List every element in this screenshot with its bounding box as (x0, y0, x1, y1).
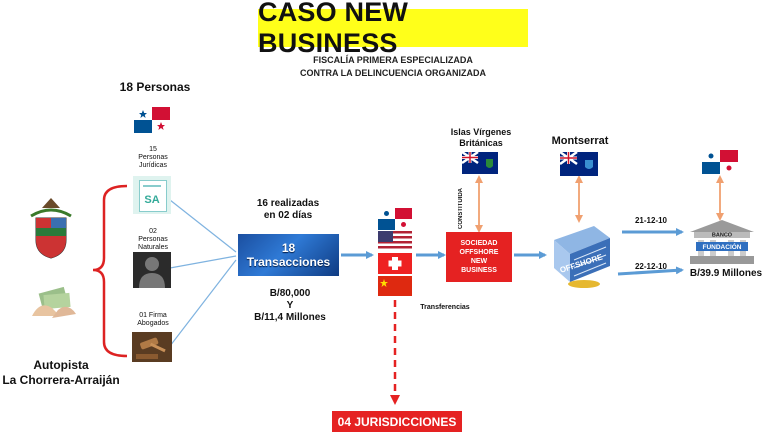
panama-flag-icon (134, 107, 170, 133)
bvi-label: Islas Vírgenes Británicas (438, 127, 524, 149)
panama-coat-of-arms-icon (30, 198, 72, 259)
bank-top-label: BANCO (712, 233, 733, 239)
bvi-line-1: Islas Vírgenes (450, 127, 512, 137)
autopista-label: Autopista La Chorrera-Arraiján (2, 358, 120, 388)
final-amount: B/39.9 Millones (689, 268, 763, 279)
subtitle-line-1: FISCALÍA PRIMERA ESPECIALIZADA (313, 55, 473, 65)
sociedad-offshore-box: SOCIEDAD OFFSHORE NEW BUSINESS (446, 232, 512, 282)
sa-document-icon: SA (133, 176, 171, 214)
transactions-note-line-2: en 02 días (263, 210, 313, 221)
case-title-box: CASO NEW BUSINESS (258, 0, 528, 58)
montserrat-flag-icon (560, 152, 598, 176)
group-naturales: 02 Personas Naturales (128, 228, 178, 252)
transactions-note-line-1: 16 realizadas (256, 198, 320, 209)
money-hands-icon (32, 286, 76, 318)
subtitle-line-2: CONTRA LA DELINCUENCIA ORGANIZADA (300, 68, 486, 78)
line-gavel-to-transactions (169, 259, 237, 347)
date-upper: 21-12-10 (634, 216, 668, 225)
transactions-note: 16 realizadas en 02 días (246, 198, 330, 222)
china-flag-icon (378, 276, 412, 296)
transactions-box: 18 Transacciones (238, 234, 339, 276)
swiss-flag-icon (378, 253, 412, 274)
transaction-amounts: B/80,000 Y B/11,4 Millones (240, 288, 340, 324)
case-title: CASO NEW BUSINESS (258, 0, 409, 58)
group-abogados: 01 Firma Abogados (126, 312, 180, 328)
sociedad-line-2: OFFSHORE (459, 249, 499, 256)
transactions-word: Transacciones (246, 255, 331, 269)
transactions-count: 18 (281, 241, 296, 255)
autopista-line-2: La Chorrera-Arraiján (2, 373, 120, 387)
bvi-line-2: Británicas (459, 138, 503, 148)
juridicas-word-1: Personas (138, 154, 168, 161)
naturales-count: 02 (149, 228, 157, 235)
gavel-icon (132, 332, 172, 362)
offshore-building-icon: OFFSHORE (554, 226, 610, 288)
transferencias-label: Transferencias (420, 304, 470, 311)
jurisdicciones-box: 04 JURISDICCIONES (332, 411, 462, 432)
panama-flag-icon (702, 150, 738, 174)
constituida-label: CONSTITUIDA (458, 188, 464, 230)
juridicas-word-2: Jurídicas (138, 162, 167, 169)
sociedad-line-4: BUSINESS (461, 267, 497, 274)
bvi-flag-icon (462, 152, 498, 174)
amount-and: Y (286, 300, 294, 311)
amount-2: B/11,4 Millones (254, 312, 326, 323)
abogados-line-1: 01 Firma (139, 312, 167, 319)
line-person-to-transactions (169, 255, 237, 269)
juridicas-count: 15 (149, 146, 157, 153)
amount-1: B/80,000 (269, 288, 311, 299)
usa-flag-icon (378, 231, 412, 251)
panama-flag-icon (378, 208, 412, 230)
sa-label: SA (144, 194, 160, 206)
sociedad-line-3: NEW (470, 258, 488, 265)
date-lower: 22-12-10 (634, 262, 668, 271)
bank-bottom-label: FUNDACIÓN (703, 242, 742, 251)
line-sa-to-transactions (169, 199, 237, 253)
abogados-line-2: Abogados (137, 320, 169, 327)
bank-building-icon: BANCO FUNDACIÓN (690, 220, 754, 264)
arrow-offshore-to-bank-lower (617, 266, 684, 276)
naturales-word-2: Naturales (138, 244, 168, 251)
group-juridicas: 15 Personas Jurídicas (128, 146, 178, 170)
jurisdicciones-label: 04 JURISDICCIONES (337, 414, 457, 429)
autopista-line-1: Autopista (33, 358, 89, 372)
sociedad-line-1: SOCIEDAD (460, 240, 498, 247)
subtitle: FISCALÍA PRIMERA ESPECIALIZADA CONTRA LA… (285, 54, 501, 80)
montserrat-label: Montserrat (551, 135, 609, 147)
red-bracket (92, 184, 128, 358)
personas-count: 18 Personas (119, 80, 191, 94)
naturales-word-1: Personas (138, 236, 168, 243)
person-silhouette-icon (133, 252, 171, 288)
